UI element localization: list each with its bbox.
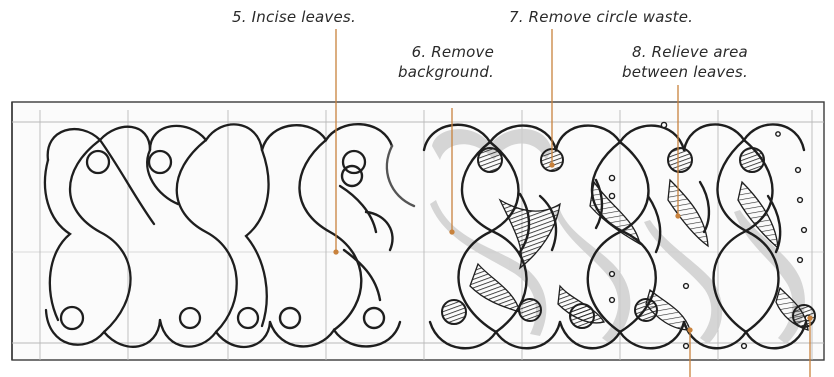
annotation-step-6-line-2: background. <box>398 62 494 82</box>
annotation-step-6: 6. Remove background. <box>398 42 494 82</box>
annotation-step-6-line-1: 6. Remove <box>398 42 494 62</box>
annotation-step-8-line-1: 8. Relieve area <box>622 42 748 62</box>
annotation-step-5-line-1: 5. Incise leaves. <box>232 7 356 27</box>
annotation-step-8: 8. Relieve area between leaves. <box>622 42 748 82</box>
annotation-step-5: 5. Incise leaves. <box>232 7 356 27</box>
annotation-step-7: 7. Remove circle waste. <box>509 7 693 27</box>
annotation-step-8-line-2: between leaves. <box>622 62 748 82</box>
annotation-step-7-line-1: 7. Remove circle waste. <box>509 7 693 27</box>
